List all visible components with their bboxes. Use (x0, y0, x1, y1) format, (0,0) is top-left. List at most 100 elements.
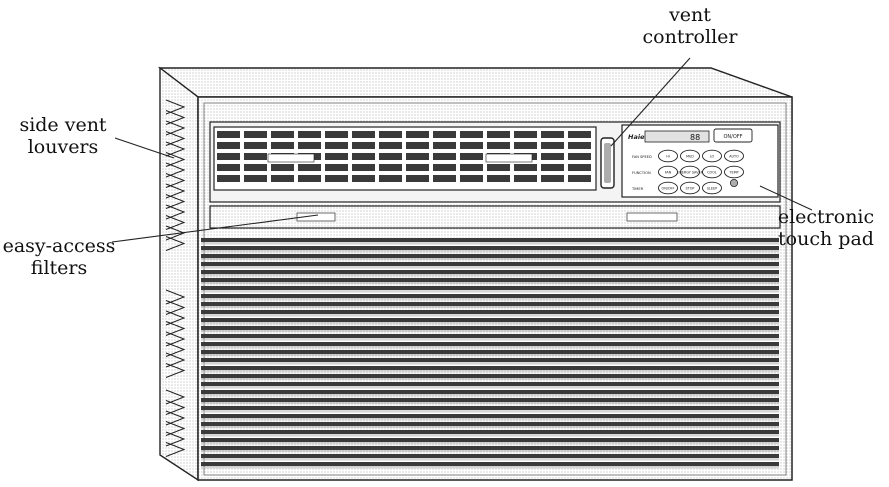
grille-slot (217, 175, 240, 182)
keypad-button-outline (702, 149, 722, 163)
display-window (644, 130, 710, 143)
side-louver-slat (165, 389, 186, 405)
keypad-button[interactable]: TEMP (724, 165, 744, 179)
grille-slot (460, 153, 483, 160)
grille-slot (271, 131, 294, 138)
grille-slot (325, 142, 348, 149)
front-louver-slat (201, 422, 779, 427)
leader-easy-access-filters (111, 214, 319, 243)
side-louver-slat (165, 183, 186, 199)
keypad-button-label: ON/OFF (662, 186, 675, 190)
grille-slot (541, 142, 564, 149)
grille-slot (568, 175, 591, 182)
keypad-button-outline (724, 165, 744, 179)
grille-slot (325, 153, 348, 160)
grille-slot (244, 175, 267, 182)
grille-slot (352, 142, 375, 149)
keypad-button[interactable]: FAN (658, 165, 678, 179)
grille-slot (406, 175, 429, 182)
grille-slot (352, 131, 375, 138)
grille-slot (487, 175, 510, 182)
front-louver-slat (201, 382, 779, 387)
grille-tab (485, 153, 533, 163)
keypad-button[interactable]: MED (680, 149, 700, 163)
keypad-button[interactable]: STOP (680, 181, 700, 195)
power-button[interactable] (713, 128, 753, 143)
front-louver-slat (201, 462, 779, 467)
side-louver-slat (165, 152, 186, 167)
grille-slot (244, 142, 267, 149)
side-louver-slat (165, 162, 186, 178)
keypad-button-label: HI (666, 154, 670, 158)
grille-slot (433, 164, 456, 171)
leader-vent-controller (610, 57, 691, 147)
grille-slot (217, 131, 240, 138)
keypad-button[interactable]: HI (658, 149, 678, 163)
keypad-button-outline (702, 165, 722, 179)
grille-slot (406, 131, 429, 138)
grille-slot (514, 164, 537, 171)
side-louver-slat (165, 442, 186, 457)
keypad-button[interactable]: SLEEP (702, 181, 722, 195)
side-louver-slat (165, 141, 186, 157)
easy-access-filters[interactable] (209, 205, 781, 229)
keypad-button[interactable]: COOL (702, 165, 722, 179)
front-louver-slat (201, 406, 779, 411)
control-row-label: FUNCTION (632, 171, 651, 175)
side-louver-slat (165, 99, 186, 115)
front-louver-slat (201, 262, 779, 267)
remote-sensor-icon (730, 178, 739, 187)
keypad-button[interactable]: LO (702, 149, 722, 163)
grille-slot (460, 142, 483, 149)
grille-slot (433, 142, 456, 149)
grille-slot (244, 164, 267, 171)
side-louver-slat (165, 400, 186, 415)
side-louver-slat (165, 410, 186, 426)
front-louver-slat (201, 310, 779, 315)
front-louver-slat (201, 334, 779, 339)
label-electronic-touch-pad-line1: electronic (777, 206, 875, 228)
grille-slot (217, 164, 240, 171)
display-readout: 88 (690, 133, 700, 142)
side-louver-slat (165, 204, 186, 220)
side-louver-slat (165, 331, 186, 347)
grille-slot (352, 153, 375, 160)
keypad-button-outline (724, 149, 744, 163)
grille-slot (568, 142, 591, 149)
grille-slot (487, 164, 510, 171)
grille-slot (460, 164, 483, 171)
keypad-button-label: AUTO (729, 154, 739, 158)
side-louver-slat (165, 120, 186, 136)
side-louver-slat (165, 300, 186, 315)
grille-slot (379, 175, 402, 182)
vent-grille (213, 126, 597, 191)
side-louver-slat (165, 421, 186, 436)
grille-slot (271, 175, 294, 182)
grille-slot (325, 164, 348, 171)
grille-slot (379, 153, 402, 160)
keypad-button[interactable]: ENERGY SAVER (677, 165, 704, 179)
grille-slot (379, 164, 402, 171)
keypad-button-label: TEMP (728, 170, 738, 174)
grille-tab (267, 153, 315, 163)
keypad-button-outline (658, 165, 678, 179)
keypad-button[interactable]: AUTO (724, 149, 744, 163)
grille-slot (352, 175, 375, 182)
side-louver-slat (165, 289, 186, 305)
callout-leaders (111, 57, 813, 243)
keypad-button[interactable]: ON/OFF (658, 181, 678, 195)
label-easy-access-filters: easy-access filters (0, 235, 118, 279)
keypad-button-label: STOP (686, 186, 695, 190)
grille-slot (514, 175, 537, 182)
front-louver-slat (201, 446, 779, 451)
keypad-button-outline (658, 149, 678, 163)
grille-slot (271, 164, 294, 171)
grille-slot (352, 164, 375, 171)
vent-controller[interactable] (600, 137, 615, 189)
grille-slot (487, 142, 510, 149)
grille-slot (406, 142, 429, 149)
grille-slot (298, 142, 321, 149)
